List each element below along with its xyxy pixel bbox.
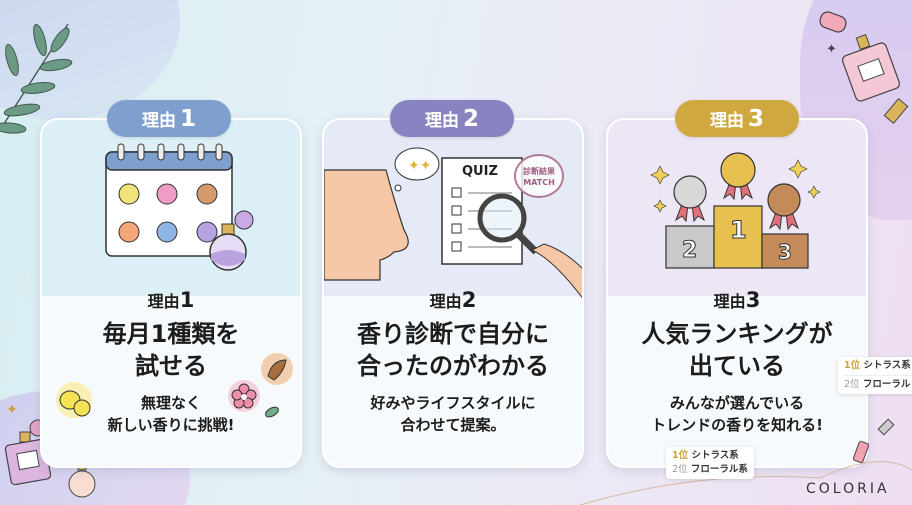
reason-card-1: 理由1 毎月1種類を試せる 無理なく新しい香りに挑戦! — [40, 118, 302, 468]
ranking-tag: 1位 シトラス系 2位 フローラル — [838, 357, 912, 394]
card-illustration-area: 2 1 3 — [608, 120, 866, 296]
calendar-perfume-icon — [105, 143, 254, 271]
reason-label: 理由3 — [713, 288, 761, 312]
card-subtitle: 無理なく新しい香りに挑戦! — [107, 394, 235, 434]
card-illustration-area — [42, 120, 300, 296]
sparkle-icon: ✦ — [6, 402, 18, 418]
reason-card-3: 2 1 3 理由3 人気ランキングが出ている みんなが選んでいるトレンドの香りを… — [606, 118, 868, 468]
card-title: 香り診断で自分に合ったのがわかる — [357, 320, 549, 380]
thought-bubble-icon: ✦✦ — [394, 147, 440, 192]
podium-medals-icon — [650, 152, 821, 269]
card-title: 人気ランキングが出ている — [641, 320, 833, 380]
leaf-icon — [265, 406, 279, 418]
svg-text:✦✦: ✦✦ — [408, 158, 432, 174]
podium-number-2: 2 — [681, 238, 698, 264]
card-subtitle: 好みやライフスタイルに合わせて提案。 — [370, 394, 536, 434]
lemon-icon — [56, 382, 92, 418]
card-title: 毎月1種類を試せる — [102, 320, 240, 380]
flower-icon — [228, 380, 260, 412]
perfume-bottle-icon — [819, 11, 909, 124]
lipstick-icon — [852, 418, 895, 464]
podium-number-1: 1 — [730, 216, 748, 245]
quiz-label: QUIZ — [462, 164, 498, 179]
wood-icon — [261, 353, 293, 385]
nose-profile-icon — [324, 169, 409, 281]
ranking-tag: 1位 シトラス系 2位 フローラル系 — [666, 447, 754, 479]
podium-number-3: 3 — [778, 240, 793, 265]
magnifier-icon — [477, 193, 582, 299]
sparkle-icon: ✦ — [826, 42, 837, 57]
reason-label: 理由1 — [147, 288, 195, 312]
perfume-bottle-icon — [4, 419, 96, 498]
brand-logo: COLORIA — [806, 481, 890, 497]
reason-label: 理由2 — [429, 288, 477, 312]
card-subtitle: みんなが選んでいるトレンドの香りを知れる! — [651, 394, 823, 434]
decorative-line — [579, 461, 912, 505]
leaf-branch-icon — [0, 23, 73, 134]
